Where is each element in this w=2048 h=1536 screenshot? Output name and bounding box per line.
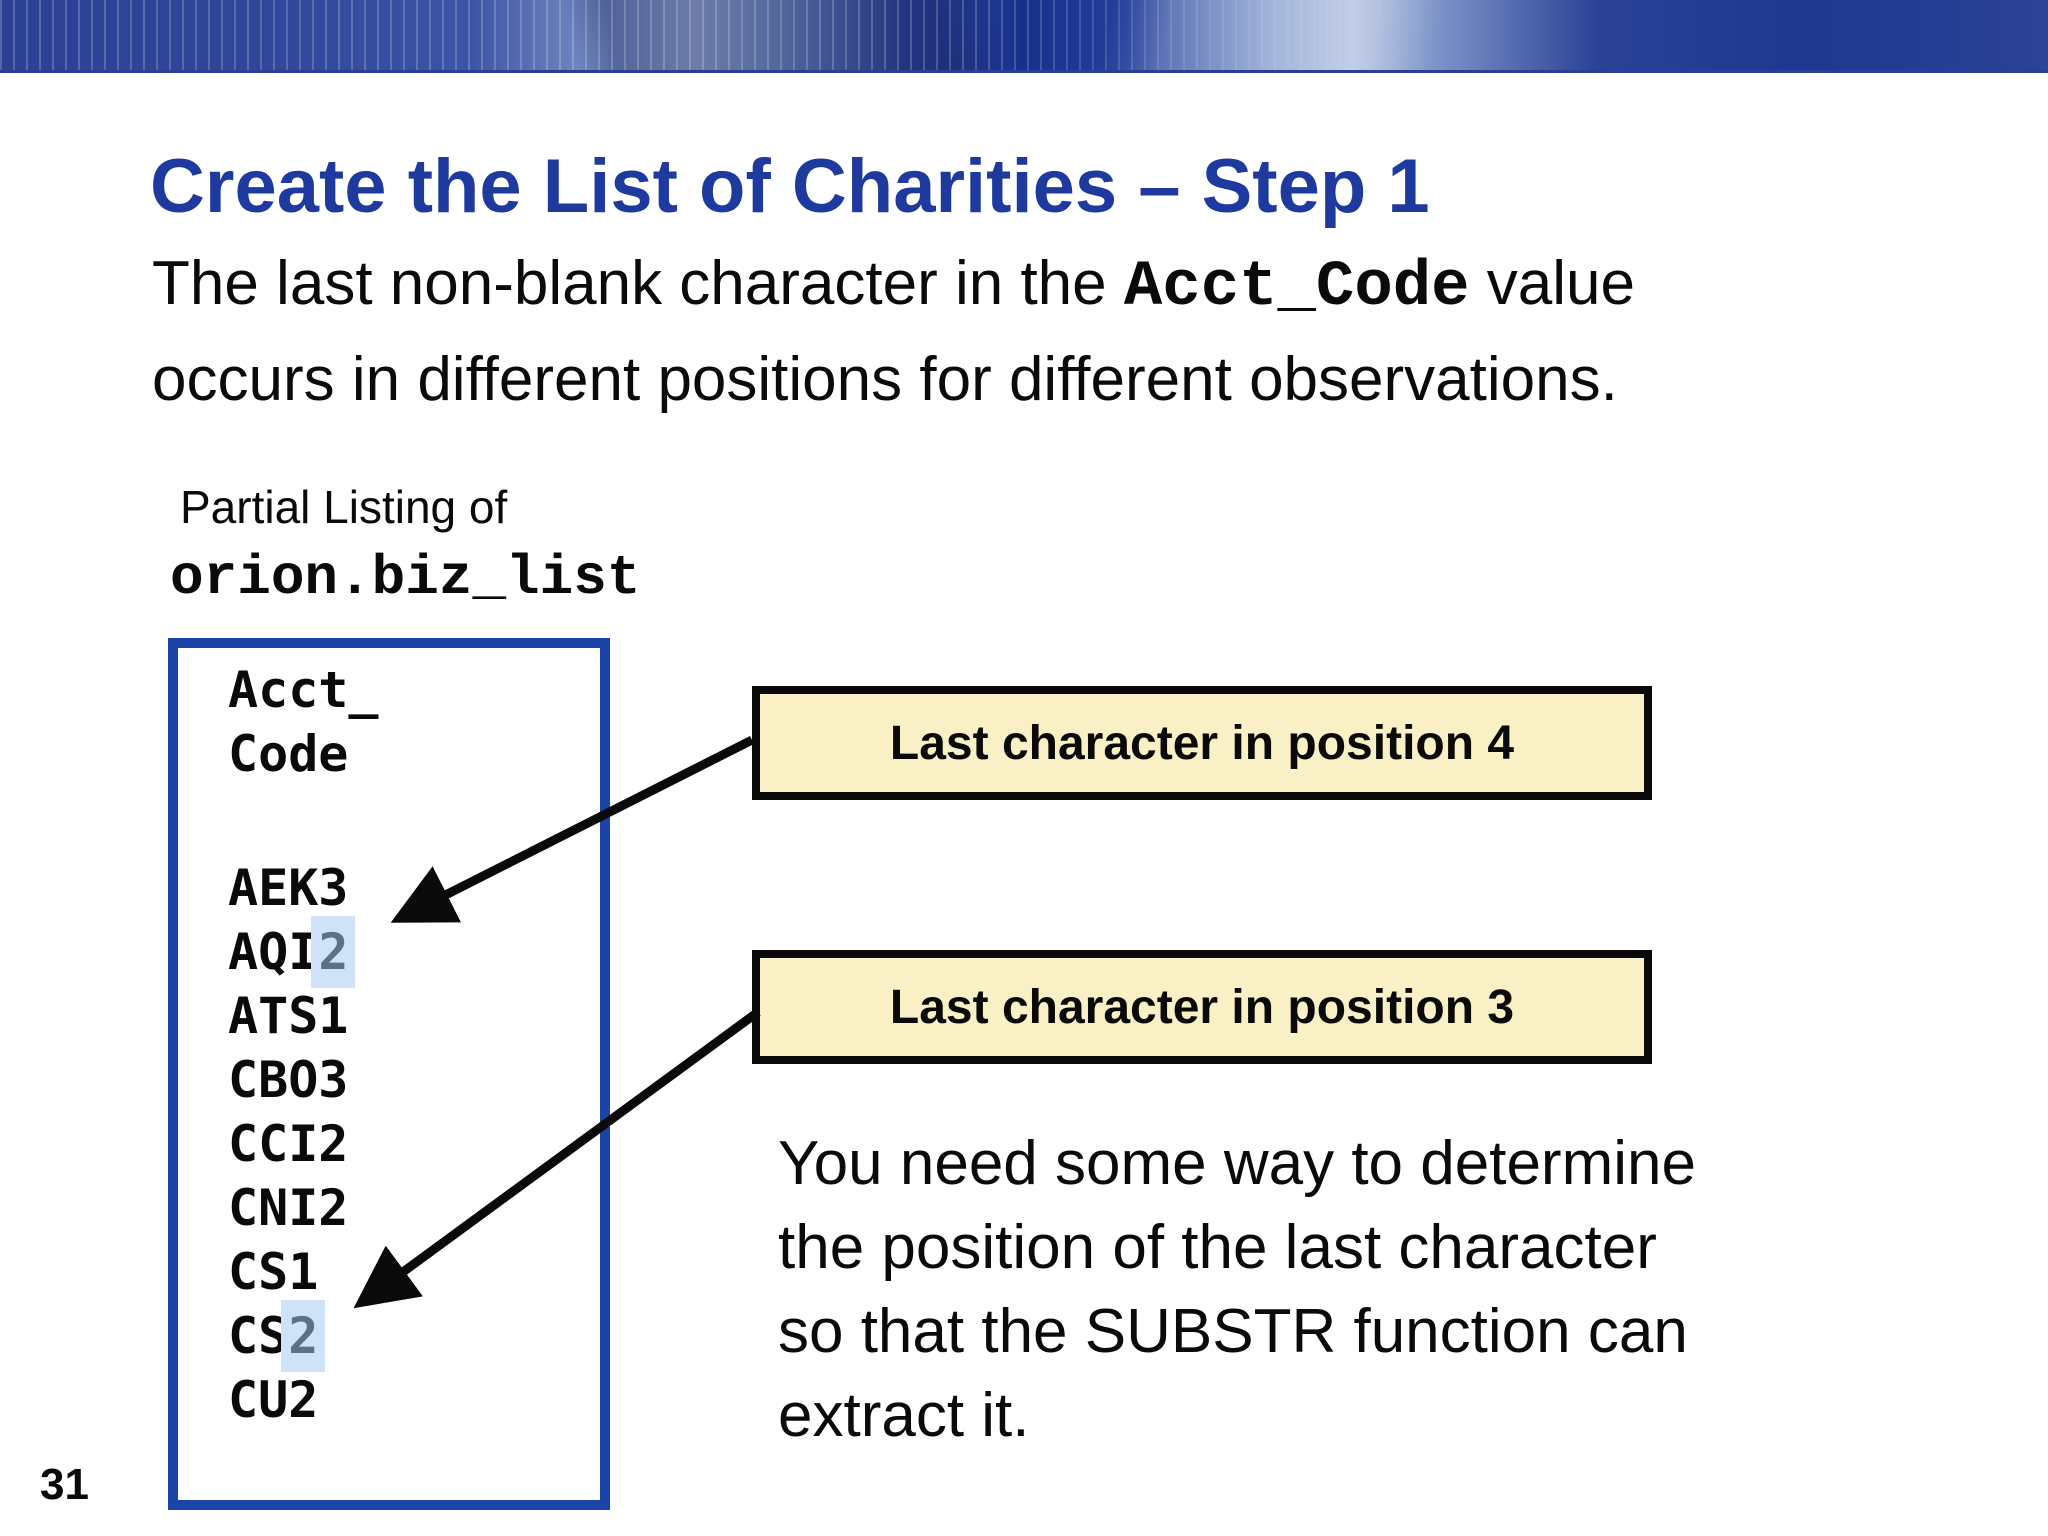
highlighted-char: 2 [281,1300,326,1372]
list-item: CBO3 [228,1051,349,1109]
list-item: CCI2 [228,1115,349,1173]
intro-line-2: occurs in different positions for differ… [152,345,1618,414]
acct-code-inline: Acct_Code [1123,252,1470,324]
list-item: AEK3 [228,859,349,917]
note-line: so that the SUBSTR function can [778,1297,1688,1366]
callout-position-4: Last character in position 4 [752,686,1652,800]
highlighted-char: 2 [311,916,356,988]
dataset-name-label: orion.biz_list [170,546,641,610]
list-item: CS1 [228,1243,319,1301]
intro-paragraph: The last non-blank character in the Acct… [152,238,1952,426]
intro-line-1: The last non-blank character in the Acct… [152,249,1635,324]
page-title: Create the List of Charities – Step 1 [150,143,1430,229]
note-line: extract it. [778,1381,1030,1450]
top-blue-banner [0,0,2048,73]
list-item: CS2 [228,1300,326,1372]
list-item: CU2 [228,1371,319,1429]
list-item: ATS1 [228,987,349,1045]
column-header-line-2: Code [228,725,349,783]
list-item: AQI2 [228,916,356,988]
partial-listing-label: Partial Listing of [180,481,508,533]
page-number: 31 [40,1460,89,1509]
callout-position-3: Last character in position 3 [752,950,1652,1064]
column-header-line-1: Acct_ [228,661,379,719]
explanation-paragraph: You need some way to determine the posit… [778,1122,1938,1458]
acct-code-listing-box: Acct_ Code AEK3 AQI2 ATS1 CBO3 CCI2 CNI2… [168,638,610,1510]
list-item: CNI2 [228,1179,349,1237]
note-line: the position of the last character [778,1213,1657,1282]
note-line: You need some way to determine [778,1129,1696,1198]
